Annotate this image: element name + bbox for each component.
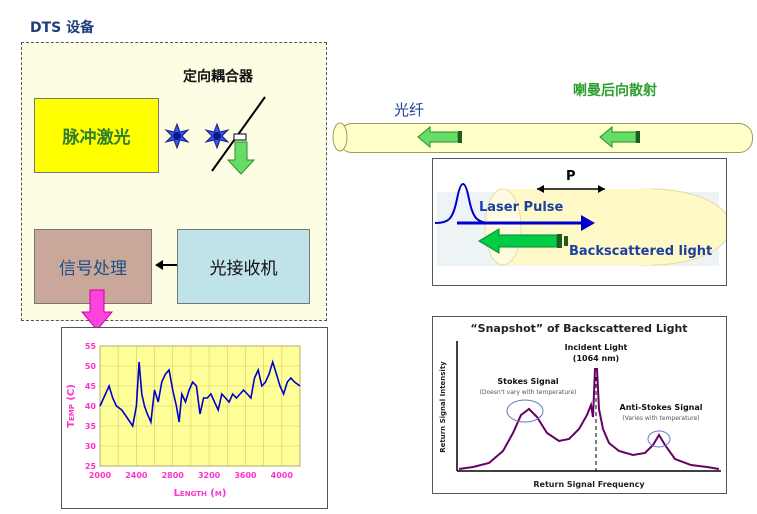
fiber-end	[332, 122, 348, 152]
y-tick-label: 40	[85, 402, 97, 411]
y-tick-label: 35	[85, 422, 97, 431]
p-label: P	[566, 169, 576, 184]
magenta-down-arrow	[80, 289, 114, 331]
stokes-label-2: (Doesn't vary with temperature)	[479, 389, 576, 396]
incident-label-2: (1064 nm)	[573, 354, 619, 363]
x-tick-label: 3600	[234, 471, 257, 480]
temperature-chart-panel: 25 30 35 40 45 50 55 2000 2400 2800 3200 3600 4000 L…	[61, 327, 328, 509]
y-tick-label: 25	[85, 462, 97, 471]
spectrum-figure: “Snapshot” of Backscattered Light Return…	[439, 322, 721, 489]
x-tick-label: 4000	[271, 471, 294, 480]
signal-processing-label: 信号处理	[59, 259, 127, 279]
arrowhead-icon	[581, 215, 595, 231]
spectrum-curve	[458, 368, 720, 470]
green-left-arrow	[599, 125, 640, 149]
light-burst-icon	[204, 122, 230, 150]
antistokes-label-1: Anti-Stokes Signal	[620, 403, 703, 412]
dts-title: DTS 设备	[30, 20, 95, 36]
light-burst-icon	[164, 122, 190, 150]
fiber-label: 光纤	[394, 101, 425, 119]
x-tick-label: 2400	[125, 471, 148, 480]
temperature-series-line	[99, 359, 301, 429]
chart-ylabel: Temp (C)	[66, 384, 77, 428]
arrowhead-icon	[155, 260, 163, 270]
chart-xlabel: Length (m)	[174, 488, 227, 499]
arrowhead-icon	[537, 185, 544, 193]
spectrum-xlabel: Return Signal Frequency	[533, 480, 645, 489]
backscattered-label: Backscattered light	[569, 244, 712, 259]
spectrum-panel: “Snapshot” of Backscattered Light Return…	[432, 316, 727, 494]
x-tick-label: 2000	[89, 471, 112, 480]
x-tick-label: 3200	[198, 471, 221, 480]
y-tick-label: 30	[85, 442, 97, 451]
arrowhead-icon	[598, 185, 605, 193]
stokes-ellipse	[506, 399, 544, 423]
fiber-arrows	[332, 122, 640, 152]
raman-label: 喇曼后向散射	[573, 83, 657, 99]
optical-receiver-box: 光接收机	[177, 229, 310, 304]
y-tick-label: 50	[85, 362, 97, 371]
coupler-connector	[233, 133, 247, 141]
antistokes-label-2: (Varies with temperature)	[622, 415, 699, 422]
x-tick-label: 2800	[162, 471, 185, 480]
optical-fiber-tube	[338, 123, 753, 153]
pulse-laser-box: 脉冲激光	[34, 98, 159, 173]
green-down-arrow	[226, 141, 256, 175]
y-tick-label: 45	[85, 382, 97, 391]
optical-receiver-label: 光接收机	[209, 259, 278, 279]
pulse-laser-label: 脉冲激光	[62, 128, 131, 148]
pulse-shape	[434, 183, 494, 224]
y-tick-label: 55	[85, 342, 97, 351]
coupler-label: 定向耦合器	[183, 69, 253, 85]
stokes-label-1: Stokes Signal	[497, 377, 558, 386]
green-left-arrow	[417, 125, 462, 149]
pulse-detail-figure: P Laser Pulse Backscattered light	[434, 169, 732, 266]
laser-pulse-label: Laser Pulse	[479, 200, 564, 215]
spectrum-title: “Snapshot” of Backscattered Light	[470, 322, 687, 335]
chart-ticks: 25 30 35 40 45 50 55 2000 2400 2800 3200 3600 4000	[85, 342, 294, 480]
spectrum-ylabel: Return Signal Intensity	[439, 361, 447, 453]
antistokes-ellipse	[647, 430, 671, 448]
pulse-detail-panel: P Laser Pulse Backscattered light	[432, 158, 732, 286]
temperature-chart: 25 30 35 40 45 50 55 2000 2400 2800 3200 3600 4000 L…	[66, 342, 301, 499]
incident-label-1: Incident Light	[565, 343, 628, 352]
